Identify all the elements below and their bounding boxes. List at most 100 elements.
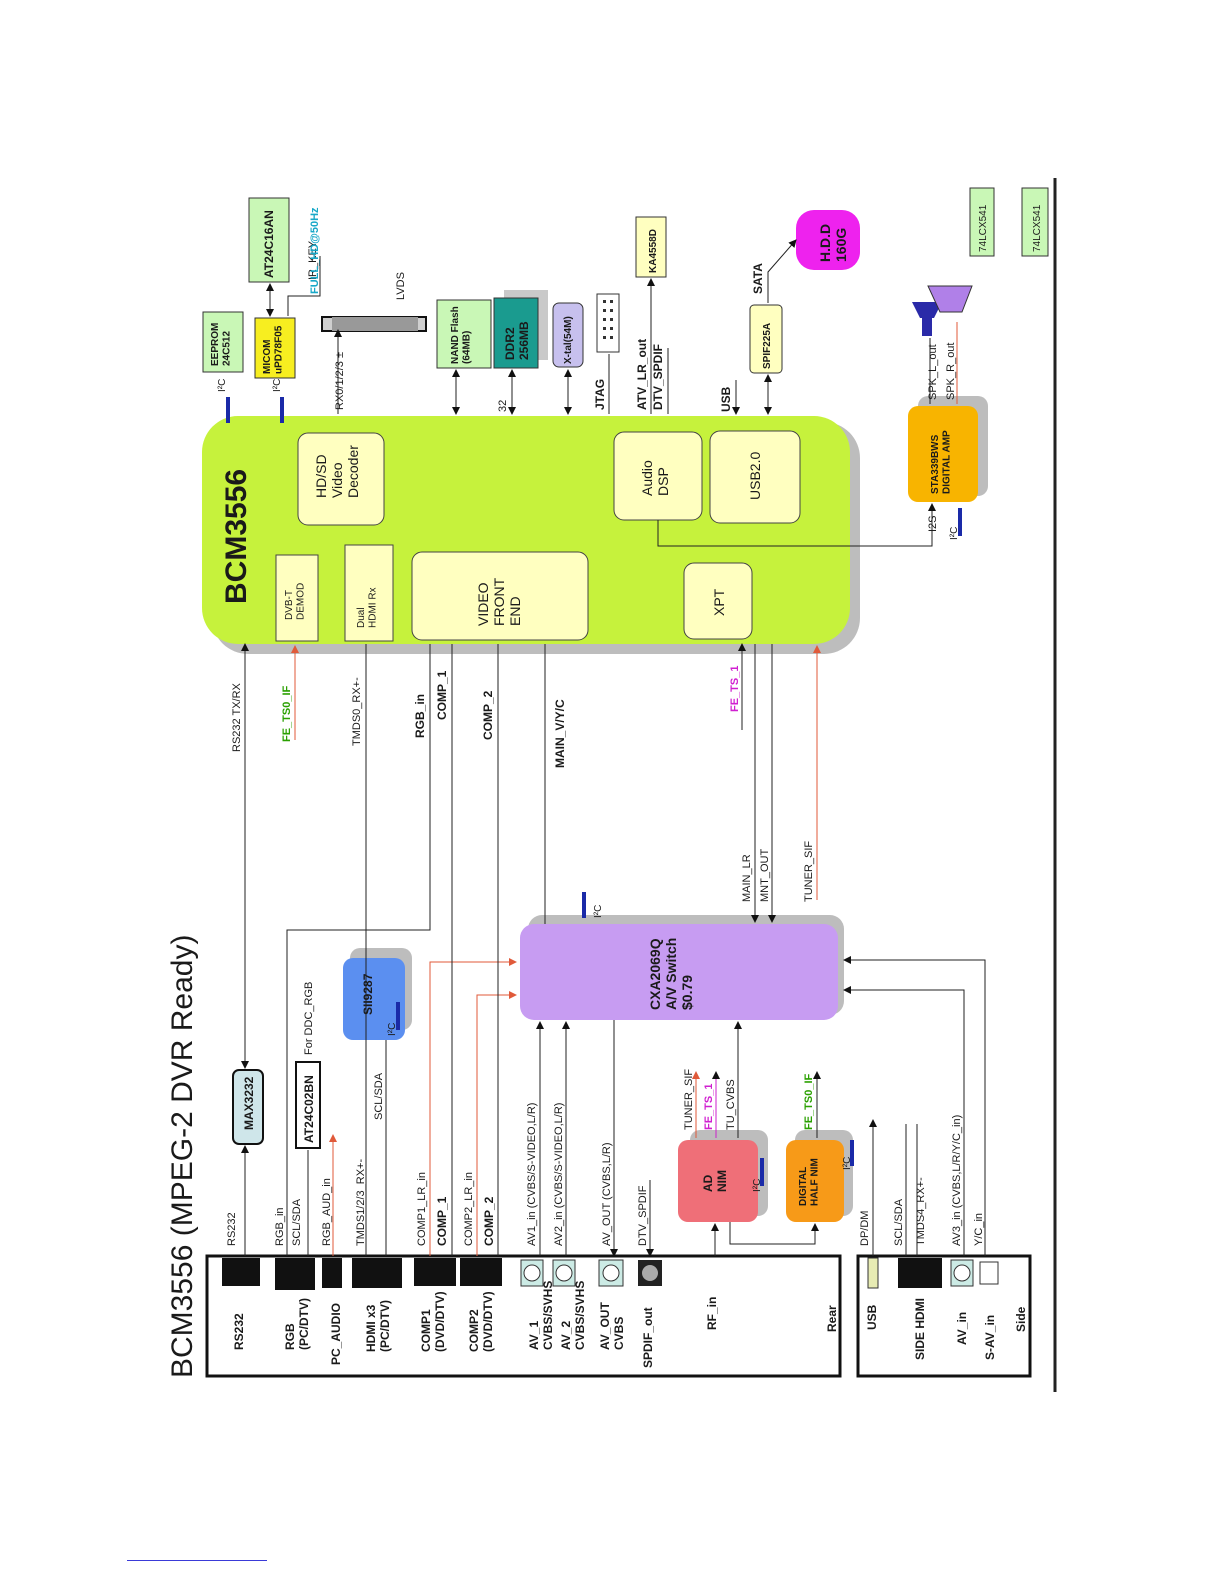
- sig-comp-1-top: COMP_1: [435, 670, 449, 720]
- sig-tmds4: TMDS4_RX+-: [915, 1177, 927, 1246]
- hdd-label: H.D.D160G: [817, 224, 849, 262]
- sig-i2c-1: I²C: [217, 379, 228, 392]
- sig-yc-in: Y/C_in: [973, 1213, 985, 1246]
- sig-main-lr: MAIN_LR: [741, 854, 753, 902]
- dual-hdmi-block: [344, 544, 394, 642]
- micom-label: MICOMuPD78F05: [262, 325, 285, 374]
- sig-fe-ts1-top: FE_TS_1: [729, 666, 741, 712]
- rear-label: Rear: [825, 1305, 839, 1332]
- xpt-label: XPT: [711, 588, 727, 616]
- connector-av2: AV_2CVBS/SVHS: [559, 1281, 587, 1350]
- xpt-block: [683, 562, 753, 640]
- sig-bus32: 32: [497, 400, 509, 412]
- sii9287-chip: [343, 958, 405, 1040]
- ad-nim-label: ADNIM: [701, 1170, 729, 1192]
- connector-av-in: AV_in: [955, 1312, 969, 1345]
- dual-hdmi-label: DualHDMI Rx: [356, 587, 379, 628]
- max3232-label: MAX3232: [242, 1076, 256, 1130]
- ka4558-label: KA4558D: [648, 229, 659, 273]
- sig-rgb-aud-in: RGB_AUD_in: [321, 1178, 333, 1246]
- 74lcx541-label-b: 74LCX541: [1032, 204, 1043, 252]
- ddr2-label: DDR2256MB: [503, 321, 531, 360]
- connector-rs232: RS232: [232, 1313, 246, 1350]
- side-label: Side: [1014, 1306, 1028, 1332]
- ad-nim-chip: [678, 1140, 758, 1222]
- amp-chip: [908, 406, 978, 502]
- eeprom-label: EEPROM24C512: [210, 323, 233, 366]
- at24c02-chip: [295, 1061, 321, 1149]
- audio-dsp-label: AudioDSP: [639, 460, 671, 496]
- ddr2-chip: [493, 297, 539, 369]
- digital-nim-chip: [786, 1140, 844, 1222]
- sig-tmds0: TMDS0_RX+-: [351, 677, 363, 746]
- diagram-title: BCM3556 (MPEG-2 DVR Ready): [166, 935, 199, 1378]
- ka4558-chip: [635, 216, 667, 278]
- for-ddc-label: For DDC_RGB: [303, 982, 315, 1055]
- connector-av1: AV_1CVBS/SVHS: [527, 1281, 555, 1350]
- av-switch-label: CXA2069QA/V Switch$0.79: [647, 938, 695, 1010]
- connector-rgb: RGB(PC/DTV): [283, 1298, 311, 1350]
- connector-pc-audio: PC_AUDIO: [329, 1303, 343, 1365]
- sig-av-out: AV_OUT (CVBS,L/R): [601, 1142, 613, 1246]
- sig-comp-2: COMP_2: [482, 1196, 496, 1246]
- connector-s-av-in: S-AV_in: [983, 1315, 997, 1360]
- video-front-end-label: VIDEOFRONTEND: [475, 577, 523, 626]
- 74lcx541-chip-a: [969, 187, 995, 257]
- max3232-chip: [232, 1069, 264, 1145]
- xtal-label: X-tal(54M): [563, 316, 574, 364]
- sig-usb: USB: [719, 386, 733, 412]
- sig-i2c-5: I²C: [752, 1179, 763, 1192]
- connector-rf-in: RF_in: [705, 1297, 719, 1330]
- spif225a-chip: [749, 304, 783, 374]
- sig-scl-sda-3: SCL/SDA: [893, 1198, 905, 1246]
- sig-main-vyc: MAIN_V/Y/C: [553, 699, 567, 768]
- eeprom-chip: [202, 311, 244, 373]
- digital-nim-label: DIGITALHALF NIM: [798, 1158, 821, 1206]
- footer-line: [127, 1560, 267, 1561]
- connector-hdmi: HDMI x3(PC/DTV): [364, 1300, 392, 1352]
- nand-chip: [436, 299, 492, 369]
- dvbt-demod-label: DVB-TDEMOD: [284, 583, 307, 620]
- sig-comp-2-top: COMP_2: [481, 690, 495, 740]
- at24c16-chip: [248, 197, 290, 283]
- i2c-arrows: [226, 397, 962, 1186]
- connector-comp1: COMP1(DVD/DTV): [419, 1291, 447, 1352]
- hdd-chip: [796, 210, 860, 270]
- video-decoder-label: HD/SDVideoDecoder: [313, 445, 361, 498]
- sig-lvds: LVDS: [395, 272, 407, 300]
- sig-ir-key: IR_KEY: [307, 240, 319, 280]
- side-panel: [856, 1254, 1032, 1378]
- sig-rgb-in: RGB_in: [274, 1207, 286, 1246]
- sig-i2c-2: I²C: [272, 379, 283, 392]
- sig-rx: RX0/1/2/3 ±: [334, 352, 346, 410]
- sig-fe-ts0-if-top: FE_TS0_IF: [281, 685, 293, 742]
- sig-atv-lr: ATV_LR_out: [635, 339, 649, 410]
- sig-i2c-7: I²C: [949, 527, 960, 540]
- sig-i2c-3: I²C: [387, 1023, 398, 1036]
- lvds-connector-inner: [332, 317, 418, 331]
- sig-dtv-spdif: DTV_SPDIF: [637, 1185, 649, 1246]
- sig-tuner-sif: TUNER_SIF: [683, 1069, 695, 1130]
- sig-tu-cvbs: TU_CVBS: [725, 1079, 737, 1130]
- sig-jtag: JTAG: [593, 379, 607, 410]
- sig-mnt-out: MNT_OUT: [759, 849, 771, 902]
- spif225a-label: SPIF225A: [762, 323, 773, 369]
- sig-av3-in: AV3_in (CVBS,L/R/Y/C_in): [951, 1115, 963, 1246]
- xtal-chip: [552, 302, 584, 368]
- sig-tmds123: TMDS1/2/3_RX+-: [355, 1159, 367, 1246]
- sig-av1-in: AV1_in (CVBS/S-VIDEO,L/R): [526, 1103, 538, 1246]
- video-front-end-block: [411, 551, 589, 641]
- jtag-pins: [603, 300, 613, 339]
- connector-usb: USB: [865, 1304, 879, 1330]
- sig-rs232-txrx: RS232 TX/RX: [231, 682, 243, 752]
- sig-sata: SATA: [751, 263, 765, 294]
- connector-av-out: AV_OUTCVBS: [598, 1302, 626, 1350]
- video-decoder-block: [297, 432, 385, 526]
- sig-rs232: RS232: [226, 1212, 238, 1246]
- sig-dp-dm: DP/DM: [859, 1211, 871, 1246]
- sig-comp2-lr: COMP2_LR_in: [463, 1172, 475, 1246]
- sig-i2c-4: I²C: [593, 905, 604, 918]
- sig-spk-l: SPK_L_out: [927, 344, 939, 400]
- at24c02-label: AT24C02BN: [302, 1075, 316, 1143]
